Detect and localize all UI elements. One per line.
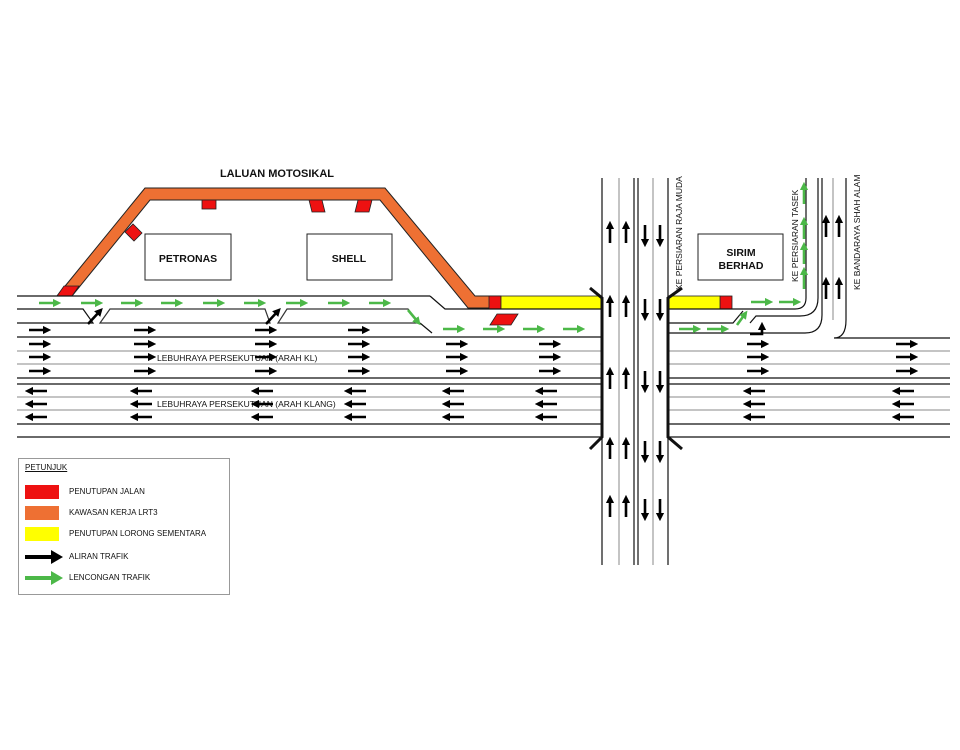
road-label-tasek: KE PERSIARAN TASEK xyxy=(790,189,800,282)
federal-highway xyxy=(17,336,950,438)
lrt3-work-zone-swatch xyxy=(25,506,59,520)
building-sirim: SIRIM BERHAD xyxy=(697,233,784,281)
diversion-arrow xyxy=(407,309,421,326)
traffic-arrow xyxy=(87,307,103,325)
legend-item-road-closure: PENUTUPAN JALAN xyxy=(25,485,225,499)
traffic-arrows xyxy=(24,181,919,522)
road-closure-marker xyxy=(719,295,733,310)
legend-item-lrt3-work-zone: KAWASAN KERJA LRT3 xyxy=(25,506,225,520)
legend-label: KAWASAN KERJA LRT3 xyxy=(69,508,158,517)
lrt3-work-zone-motorcycle-route xyxy=(55,187,501,309)
road-closure-marker xyxy=(489,313,519,326)
building-label: PETRONAS xyxy=(159,253,217,265)
legend-title: PETUNJUK xyxy=(25,463,68,472)
legend-item-traffic-flow: ALIRAN TRAFIK xyxy=(25,550,225,564)
legend-label: LENCONGAN TRAFIK xyxy=(69,573,151,582)
green-arrow-icon xyxy=(25,571,63,585)
legend-item-traffic-diversion: LENCONGAN TRAFIK xyxy=(25,571,225,585)
road-shah-alam xyxy=(832,178,950,339)
lane-closure-swatch xyxy=(25,527,59,541)
road-closure-marker xyxy=(56,285,80,297)
building-label: SIRIM xyxy=(726,247,755,259)
road-label-westbound: LEBUHRAYA PERSEKUTUAN (ARAH KLANG) xyxy=(157,399,336,409)
black-arrow-icon xyxy=(25,550,63,564)
temporary-lane-closure-west xyxy=(500,295,602,310)
legend-label: ALIRAN TRAFIK xyxy=(69,552,129,561)
turn-arrow xyxy=(750,321,767,336)
road-closure-marker xyxy=(354,199,373,213)
building-label: SHELL xyxy=(332,253,367,265)
legend: PETUNJUK PENUTUPAN JALAN KAWASAN KERJA L… xyxy=(18,458,230,595)
road-label-eastbound: LEBUHRAYA PERSEKUTUAN (ARAH KL) xyxy=(157,353,317,363)
road-closure-marker xyxy=(201,199,217,210)
road-closure-swatch xyxy=(25,485,59,499)
building-label: BERHAD xyxy=(719,260,764,272)
legend-item-temporary-lane-closure: PENUTUPAN LORONG SEMENTARA xyxy=(25,527,225,541)
temporary-lane-closure-east xyxy=(668,295,721,310)
road-label-shah-alam: KE BANDARAYA SHAH ALAM xyxy=(852,175,862,290)
building-petronas: PETRONAS xyxy=(144,233,232,281)
diversion-arrow xyxy=(735,310,748,326)
road-closure-marker xyxy=(308,199,326,213)
traffic-arrow xyxy=(265,307,281,325)
building-shell: SHELL xyxy=(306,233,393,281)
legend-label: PENUTUPAN JALAN xyxy=(69,487,145,496)
road-closure-marker xyxy=(488,295,502,310)
legend-label: PENUTUPAN LORONG SEMENTARA xyxy=(69,529,207,538)
road-closure-marker xyxy=(124,223,143,242)
road-label-raja-muda: KE PERSIARAN RAJA MUDA xyxy=(674,176,684,290)
road-raja-muda xyxy=(588,178,683,565)
motorcycle-route-label: LALUAN MOTOSIKAL xyxy=(220,168,334,180)
